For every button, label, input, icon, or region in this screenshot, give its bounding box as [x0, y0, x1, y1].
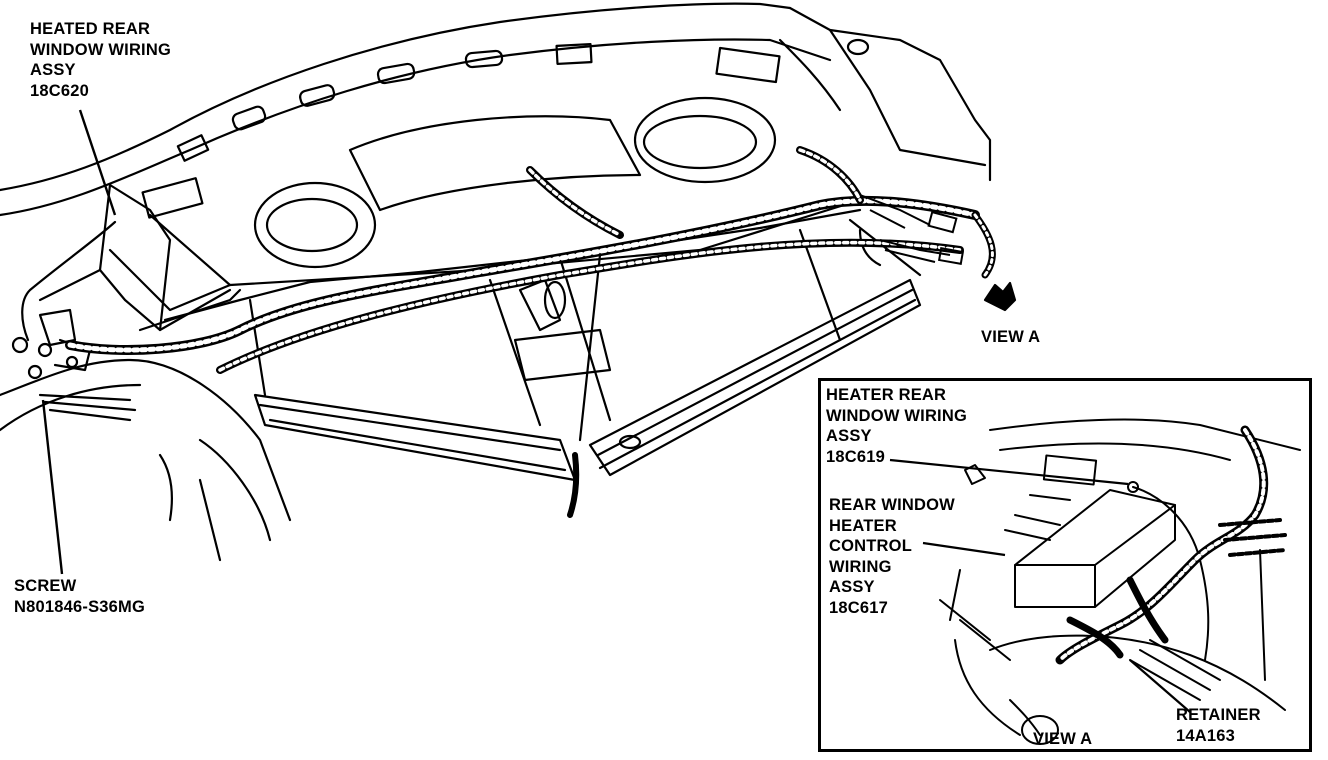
label-screw: SCREW N801846-S36MG	[14, 576, 145, 617]
label-line: 18C617	[829, 598, 888, 617]
label-view-a-inset: VIEW A	[1033, 730, 1093, 748]
label-view-a-main: VIEW A	[981, 328, 1041, 346]
leader-heater-rear-window	[889, 458, 1129, 486]
label-line: ASSY	[829, 578, 875, 596]
label-rear-window-heater-control: REAR WINDOW HEATER CONTROL WIRING ASSY 1…	[829, 495, 955, 618]
inset-harness	[1055, 425, 1287, 665]
inset-detail	[939, 418, 1301, 745]
label-heated-rear-window-wiring: HEATED REAR WINDOW WIRING ASSY 18C620	[30, 19, 171, 101]
label-line: WIRING	[829, 557, 892, 576]
view-a-arrow	[983, 281, 1017, 312]
speaker-openings	[253, 96, 777, 269]
left-connectors	[11, 308, 137, 422]
label-line: SCREW	[14, 577, 77, 595]
label-line: WINDOW WIRING	[826, 406, 967, 425]
label-line: HEATER	[829, 516, 897, 535]
label-line: ASSY	[30, 61, 76, 79]
label-retainer: RETAINER 14A163	[1176, 705, 1261, 746]
label-line: WINDOW WIRING	[30, 40, 171, 59]
label-line: HEATED REAR	[30, 20, 151, 38]
rear-window-lead	[21, 220, 117, 342]
label-line: REAR WINDOW	[829, 496, 955, 514]
label-line: RETAINER	[1176, 706, 1261, 724]
leader-screw	[41, 399, 64, 575]
label-line: ASSY	[826, 427, 872, 445]
label-line: N801846-S36MG	[14, 597, 146, 616]
label-line: 18C619	[826, 447, 885, 466]
tray-slots	[141, 38, 870, 219]
leader-control-wiring	[922, 541, 1006, 557]
label-line: 18C620	[30, 81, 89, 100]
tray-frame	[248, 218, 922, 442]
view-a-inset-frame	[818, 378, 1312, 752]
leader-retainer	[1129, 659, 1191, 713]
label-line: HEATER REAR	[826, 386, 947, 404]
label-line: 14A163	[1176, 726, 1235, 745]
label-line: CONTROL	[829, 537, 912, 555]
left-bracket	[0, 183, 292, 562]
main-harness	[65, 146, 996, 518]
leader-heated-rear-window	[78, 109, 117, 216]
label-heater-rear-window-wiring: HEATER REAR WINDOW WIRING ASSY 18C619	[826, 385, 967, 467]
